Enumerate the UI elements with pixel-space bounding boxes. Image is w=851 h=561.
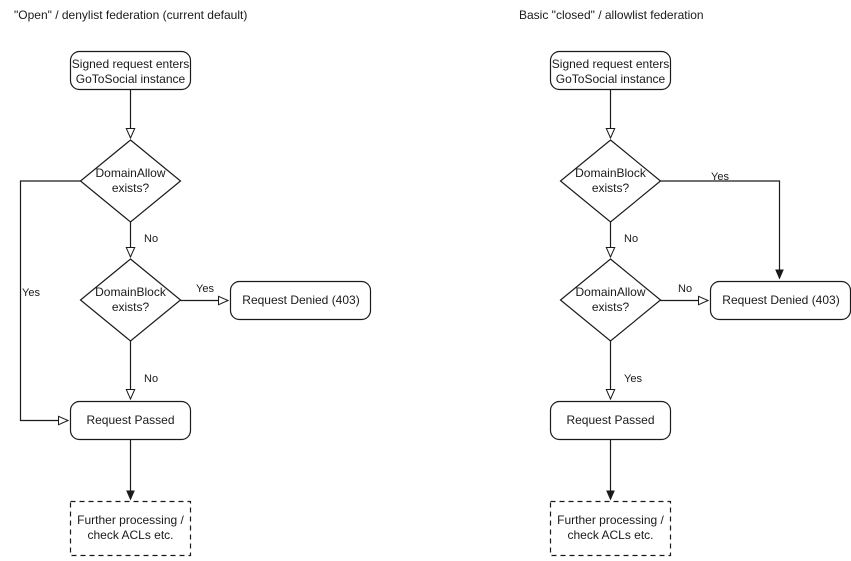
right-entry-box — [549, 50, 672, 91]
left-edge-allow-yes — [19, 180, 81, 426]
right-further-box — [549, 500, 672, 557]
right-edge-block-yes — [660, 180, 780, 278]
diagram-title-left: "Open" / denylist federation (current de… — [14, 8, 248, 22]
left-decision-allow-shape — [79, 139, 182, 223]
right-denied-box — [709, 280, 851, 321]
right-decision-allow-shape — [559, 258, 662, 342]
diagram-title-right: Basic "closed" / allowlist federation — [519, 8, 704, 22]
left-further-box — [69, 500, 192, 557]
left-decision-block-shape — [79, 258, 182, 342]
left-entry-box — [69, 50, 192, 91]
left-denied-box — [229, 280, 372, 321]
left-passed-box — [69, 400, 192, 441]
right-passed-box — [549, 400, 672, 441]
right-decision-block-shape — [559, 139, 662, 223]
